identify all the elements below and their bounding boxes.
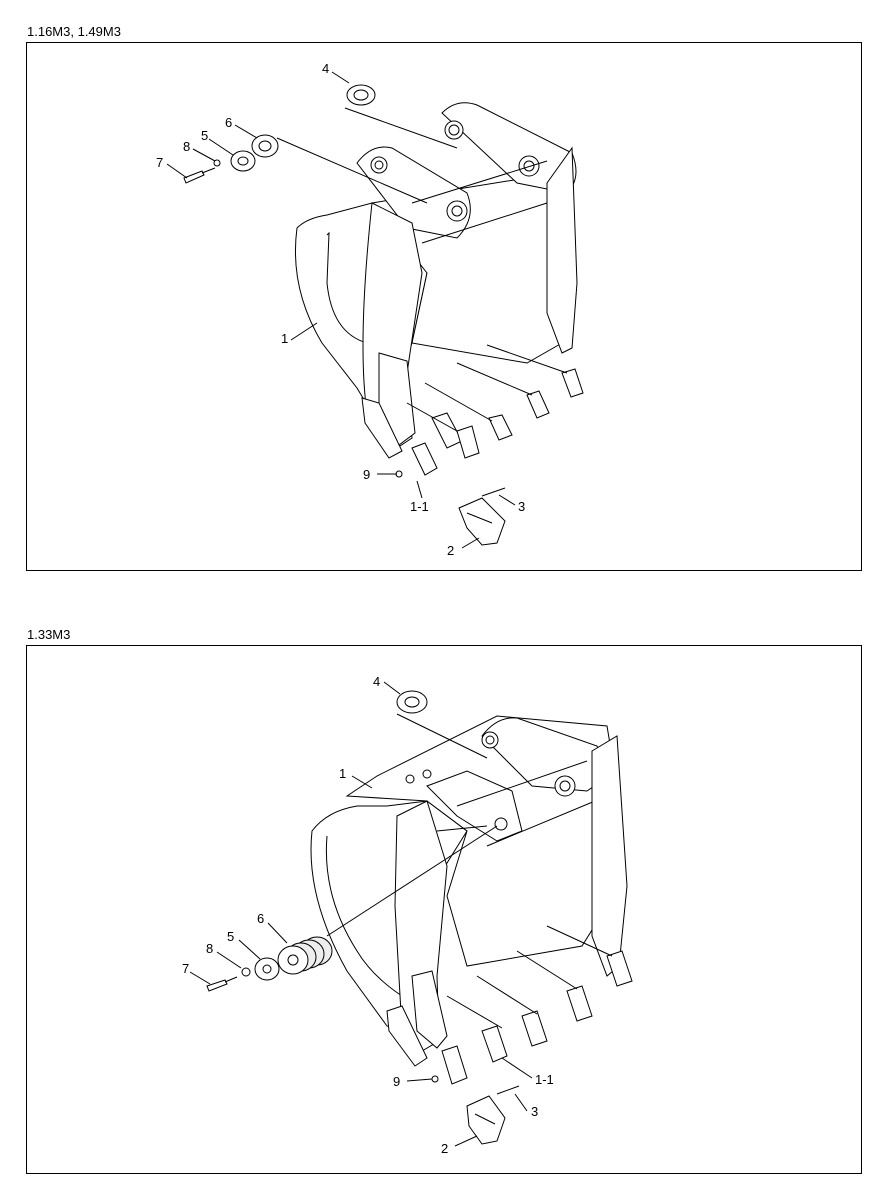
callout-8: 8 bbox=[206, 941, 213, 956]
callout-8: 8 bbox=[183, 139, 190, 154]
panel-caption: 1.33M3 bbox=[27, 627, 71, 642]
callout-4: 4 bbox=[373, 674, 380, 689]
callout-9: 9 bbox=[393, 1074, 400, 1089]
right-side-plate bbox=[591, 735, 628, 977]
callout-1: 1 bbox=[339, 766, 346, 781]
bucket-assembly-drawing: 4 6 5 8 7 1 9 1-1 3 2 bbox=[156, 61, 584, 558]
diagram-panel: 4 1 6 5 8 7 9 1-1 3 2 bbox=[26, 645, 862, 1174]
callout-1-1: 1-1 bbox=[410, 499, 429, 514]
washer-part-8 bbox=[241, 967, 251, 977]
spacer-stack-part-6 bbox=[277, 936, 333, 975]
panel-caption: 1.16M3, 1.49M3 bbox=[27, 24, 121, 39]
bucket-assembly-drawing: 4 1 6 5 8 7 9 1-1 3 2 bbox=[182, 674, 633, 1156]
callout-4: 4 bbox=[322, 61, 329, 76]
callout-1: 1 bbox=[281, 331, 288, 346]
callout-3: 3 bbox=[531, 1104, 538, 1119]
tooth-adapter bbox=[458, 497, 506, 546]
callout-6: 6 bbox=[225, 115, 232, 130]
pin-part-9 bbox=[431, 1075, 439, 1083]
callout-6: 6 bbox=[257, 911, 264, 926]
callout-7: 7 bbox=[182, 961, 189, 976]
right-side-plate bbox=[546, 146, 578, 354]
diagram-panel: 4 6 5 8 7 1 9 1-1 3 2 bbox=[26, 42, 862, 571]
teeth-row bbox=[386, 925, 633, 1085]
teeth-row bbox=[361, 344, 584, 476]
pin bbox=[496, 1085, 520, 1095]
callout-2: 2 bbox=[441, 1141, 448, 1156]
callout-5: 5 bbox=[201, 128, 208, 143]
callout-1-1: 1-1 bbox=[535, 1072, 554, 1087]
pin bbox=[481, 487, 506, 497]
callout-3: 3 bbox=[518, 499, 525, 514]
washer-part-8 bbox=[213, 159, 221, 167]
bolt-part-7 bbox=[206, 979, 228, 992]
callout-7: 7 bbox=[156, 155, 163, 170]
callout-2: 2 bbox=[447, 543, 454, 558]
bucket-shell bbox=[310, 800, 468, 1037]
callout-5: 5 bbox=[227, 929, 234, 944]
bolt-part-7 bbox=[183, 170, 205, 184]
callout-9: 9 bbox=[363, 467, 370, 482]
